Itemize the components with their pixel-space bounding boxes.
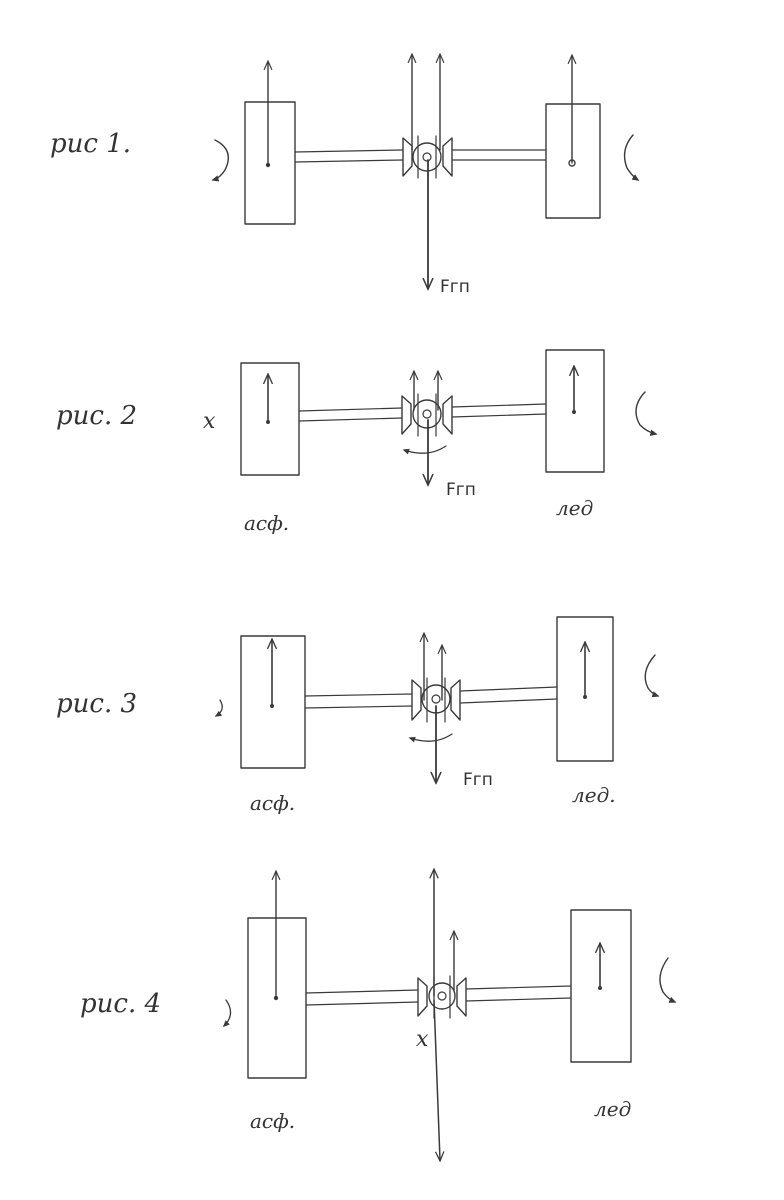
- differential: [411, 677, 461, 723]
- axle-right: [465, 985, 572, 990]
- right-surface-label: лед.: [572, 783, 616, 807]
- rotation-arrow-icon: [216, 699, 223, 716]
- differential: [402, 135, 453, 179]
- rotation-arrow-icon: [213, 139, 229, 180]
- axle-right: [451, 403, 547, 408]
- left-surface-label: асф.: [244, 511, 289, 535]
- differential: [417, 975, 467, 1019]
- left-wheel-hub: [270, 704, 274, 708]
- left-wheel: [244, 101, 296, 225]
- figure-label: рис. 2: [56, 401, 137, 431]
- right-surface-label: лед: [556, 496, 593, 520]
- axle-left: [294, 159, 404, 163]
- force-label: Fгп: [463, 770, 493, 790]
- figure-label: рис. 3: [56, 689, 137, 719]
- left-surface-label: асф.: [250, 791, 295, 815]
- rotation-arrow-icon: [224, 999, 232, 1026]
- right-surface-label: лед: [594, 1097, 631, 1121]
- left-wheel: [240, 635, 306, 769]
- center-mark: x: [416, 1027, 429, 1052]
- right-wheel-hub: [583, 695, 587, 699]
- figure-2: рис. 2 x Fгп асф. лед: [56, 349, 656, 535]
- axle-right: [465, 997, 572, 1002]
- axle-left: [298, 407, 403, 412]
- left-wheel: [247, 917, 307, 1079]
- rotation-arrow-icon: [635, 391, 656, 434]
- left-surface-label: асф.: [250, 1109, 295, 1133]
- differential: [401, 393, 453, 437]
- right-wheel: [570, 909, 632, 1063]
- figure-label: рис. 4: [80, 989, 161, 1019]
- right-wheel-hub: [568, 159, 576, 167]
- force-label: Fгп: [440, 277, 470, 297]
- axle-right: [459, 698, 558, 704]
- rotation-arrow-icon: [404, 445, 447, 453]
- rotation-arrow-icon: [659, 957, 675, 1002]
- left-wheel-hub: [265, 162, 271, 168]
- figure-3: рис. 3 Fгп асф. лед.: [56, 616, 658, 815]
- axle-left: [294, 149, 404, 153]
- figure-label: рис 1.: [50, 129, 131, 159]
- left-wheel-hub: [266, 420, 270, 424]
- right-wheel-hub: [598, 986, 602, 990]
- right-wheel: [545, 349, 605, 473]
- left-mark: x: [203, 409, 216, 434]
- axle-left: [298, 417, 403, 422]
- axle-left: [305, 1001, 419, 1006]
- left-wheel: [240, 362, 300, 476]
- rotation-arrow-icon: [410, 733, 453, 741]
- figure-4: рис. 4 x асф. лед: [80, 870, 675, 1160]
- axle-right: [459, 686, 558, 692]
- figure-1: рис 1. Fгп: [50, 55, 638, 297]
- right-wheel: [556, 616, 614, 762]
- right-wheel: [545, 103, 601, 219]
- axle-left: [304, 693, 413, 697]
- axle-left: [304, 705, 413, 709]
- right-wheel-hub: [572, 410, 576, 414]
- rotation-arrow-icon: [644, 654, 658, 696]
- reaction-force-arrow: [433, 999, 440, 1160]
- left-wheel-hub: [273, 995, 279, 1001]
- axle-left: [305, 989, 419, 994]
- force-label: Fгп: [446, 480, 476, 500]
- rotation-arrow-icon: [623, 134, 638, 180]
- axle-right: [451, 413, 547, 418]
